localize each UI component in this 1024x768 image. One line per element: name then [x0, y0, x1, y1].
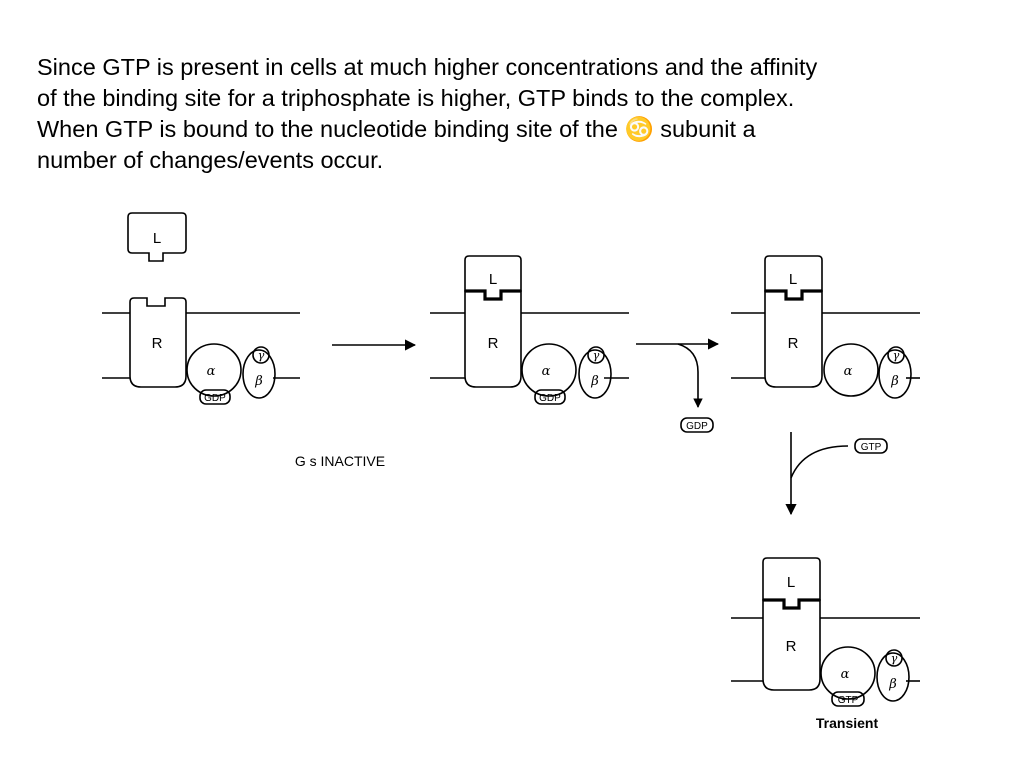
g-alpha-subunit: α	[823, 343, 879, 397]
g-gamma-subunit: γ	[587, 346, 605, 364]
ligand-label: L	[153, 230, 161, 247]
g-beta-subunit: β	[242, 349, 276, 399]
gtp-label: GTP	[861, 442, 882, 453]
text-line: of the binding site for a triphosphate i…	[37, 85, 795, 111]
alpha-label: α	[841, 667, 850, 682]
membrane	[430, 312, 629, 379]
free-ligand: L	[127, 212, 187, 262]
stage-1-inactive: L R α β	[102, 212, 385, 469]
receptor: R	[762, 598, 821, 691]
beta-label: β	[254, 374, 263, 389]
beta-label: β	[590, 374, 599, 389]
ligand-label: L	[489, 271, 497, 288]
membrane	[731, 617, 920, 682]
stage-3-gdp-released: L R α β γ	[731, 255, 920, 399]
g-alpha-subunit: α	[521, 343, 577, 397]
text-line: Since GTP is present in cells at much hi…	[37, 54, 818, 80]
gdp-release-arrow: GDP	[636, 338, 720, 433]
gtp-label: GTP	[838, 695, 859, 706]
text-line: number of changes/events occur.	[37, 147, 384, 173]
transient-caption: Transient	[816, 715, 879, 731]
gdp-label: GDP	[686, 421, 708, 432]
alpha-label: α	[542, 364, 551, 379]
gamma-label: γ	[893, 349, 900, 362]
alpha-label: α	[207, 364, 216, 379]
gtp-tag: GTP	[831, 691, 865, 707]
gdp-tag: GDP	[534, 389, 566, 405]
stage-4-gtp-bound: L R α β γ	[731, 557, 920, 731]
g-alpha-subunit: α	[820, 646, 876, 700]
g-beta-subunit: β	[876, 652, 910, 702]
receptor-label: R	[152, 335, 163, 352]
membrane	[102, 312, 300, 379]
alpha-label: α	[844, 364, 853, 379]
gamma-label: γ	[258, 349, 265, 362]
receptor: R	[764, 289, 823, 388]
gamma-label: γ	[891, 652, 898, 665]
receptor-label: R	[788, 335, 799, 352]
receptor: R	[129, 297, 187, 388]
g-gamma-subunit: γ	[887, 346, 905, 364]
gtp-binding-arrow: GTP	[785, 432, 888, 516]
text-line: When GTP is bound to the nucleotide bind…	[37, 116, 756, 142]
gdp-label: GDP	[539, 393, 561, 404]
inactive-caption: G s INACTIVE	[295, 453, 385, 469]
g-beta-subunit: β	[878, 349, 912, 399]
slide-text: Since GTP is present in cells at much hi…	[37, 52, 1007, 176]
released-gdp-tag: GDP	[680, 417, 714, 433]
g-gamma-subunit: γ	[252, 346, 270, 364]
gdp-tag: GDP	[199, 389, 231, 405]
gdp-label: GDP	[204, 393, 226, 404]
beta-label: β	[888, 677, 897, 692]
ligand-label: L	[787, 574, 795, 591]
beta-label: β	[890, 374, 899, 389]
ligand-label: L	[789, 271, 797, 288]
membrane	[731, 312, 920, 379]
incoming-gtp-tag: GTP	[854, 438, 888, 454]
g-alpha-subunit: α	[186, 343, 242, 397]
stage-2-ligand-bound: L R α β γ	[430, 255, 629, 405]
g-beta-subunit: β	[578, 349, 612, 399]
g-gamma-subunit: γ	[885, 649, 903, 667]
receptor-label: R	[488, 335, 499, 352]
gamma-label: γ	[593, 349, 600, 362]
receptor-label: R	[786, 638, 797, 655]
receptor: R	[464, 289, 522, 388]
